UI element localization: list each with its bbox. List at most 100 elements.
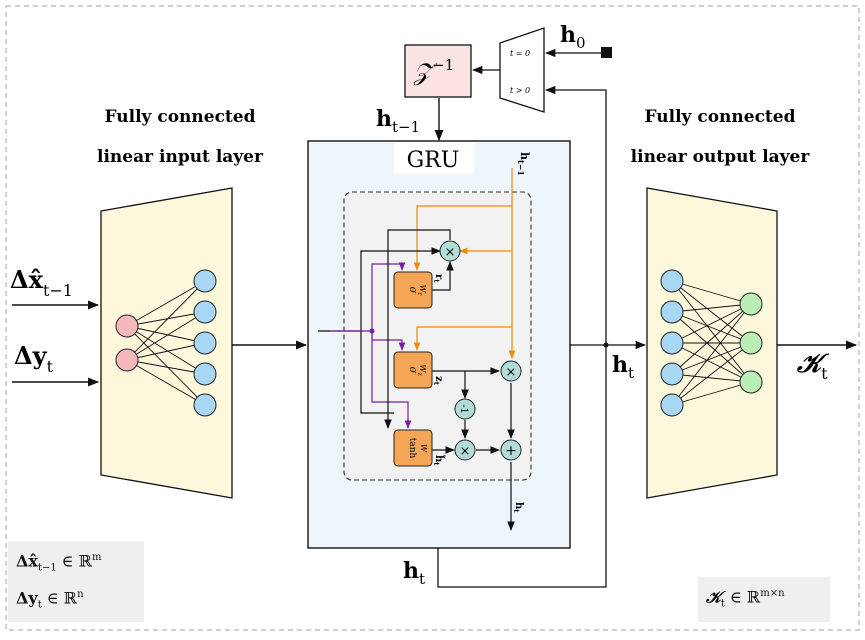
output-layer-edge <box>671 342 752 406</box>
gru-title-bg <box>394 142 474 174</box>
input-layer-edge <box>126 359 206 406</box>
input-layer-title-2: linear input layer <box>97 147 264 167</box>
output-layer-edge <box>671 342 752 375</box>
input-layer-network <box>115 269 217 417</box>
candidate-mult-op: × <box>454 439 476 461</box>
svg-text:×: × <box>506 365 517 380</box>
output-layer-network <box>660 269 763 417</box>
input-dimension-note: Δx̂t−1 ∈ ℝm Δyt ∈ ℝn <box>8 541 144 623</box>
x-bus-down <box>360 331 394 414</box>
output-layer-left-node <box>660 300 684 324</box>
output-dimension-note: 𝒦t ∈ ℝm×n <box>698 577 830 622</box>
add-op: + <box>500 439 522 461</box>
h0-source <box>601 47 612 58</box>
reset-gate-to-mult <box>432 261 454 291</box>
input-layer-left-node <box>115 314 139 338</box>
feedback-loop <box>437 85 607 588</box>
output-layer-right-node <box>739 370 763 394</box>
output-layer-edge <box>671 303 752 344</box>
output-layer-edge <box>671 280 752 305</box>
svg-text:Wz: Wz <box>416 364 427 375</box>
rh-to-tanh <box>384 229 451 429</box>
one-minus-op: -1 <box>454 398 476 420</box>
output-layer-title-2: linear output layer <box>631 147 811 167</box>
note-line-2: Δyt ∈ ℝn <box>16 587 84 611</box>
input-layer-right-node <box>193 331 217 355</box>
output-layer-left-node <box>660 331 684 355</box>
input-layer-edge <box>126 311 206 327</box>
h-t-right-label: ht <box>612 352 634 382</box>
update-mult-op: × <box>500 360 522 382</box>
purple-junction <box>369 328 375 334</box>
output-layer-edge <box>671 303 752 313</box>
output-layer-right-node <box>739 292 763 316</box>
output-layer-edge <box>671 342 752 383</box>
inner-h-prev-label: ht−1 <box>516 152 531 176</box>
input-layer-edge <box>126 342 206 361</box>
hc-label: h̃t <box>432 454 445 466</box>
input-layer-edge <box>126 325 206 406</box>
input-dy-label: Δyt <box>14 341 54 376</box>
svg-text:σ: σ <box>407 287 418 295</box>
svg-text:×: × <box>460 444 471 459</box>
r-label: rt <box>432 274 444 283</box>
reset-mult-input-line <box>360 247 441 331</box>
input-layer-edge <box>126 311 206 361</box>
x-to-tanh <box>371 331 412 429</box>
input-layer-left-node <box>115 348 139 372</box>
output-layer-edge <box>671 311 752 344</box>
output-layer-edge <box>671 280 752 344</box>
svg-text:Wr: Wr <box>416 284 427 295</box>
output-layer-left-node <box>660 269 684 293</box>
input-layer-trapezoid <box>100 187 233 499</box>
output-layer-left-node <box>660 362 684 386</box>
h-t-bottom-label: ht <box>403 558 425 588</box>
input-layer-right-node <box>193 393 217 417</box>
z-label: zt <box>432 376 444 386</box>
output-layer-edge <box>671 381 752 406</box>
split-junction <box>603 342 609 348</box>
svg-text:-1: -1 <box>458 404 469 414</box>
h0-label: h0 <box>560 22 586 52</box>
output-layer-edge <box>671 280 752 383</box>
inner-h-out-label: ht <box>512 502 524 513</box>
input-layer-edge <box>126 280 206 361</box>
input-layer-right-node <box>193 269 217 293</box>
input-layer-edge <box>126 325 206 344</box>
gru-title: GRU <box>407 148 460 173</box>
update-gate: σ Wz <box>393 351 433 389</box>
output-layer-edge <box>671 303 752 375</box>
svg-text:×: × <box>445 245 456 260</box>
input-layer-right-node <box>193 300 217 324</box>
input-layer-edge <box>126 325 206 375</box>
output-layer-title-1: Fully connected <box>645 107 796 127</box>
svg-text:W: W <box>419 444 428 453</box>
input-layer-edge <box>126 280 206 327</box>
svg-text:+: + <box>505 443 517 459</box>
input-layer-title-1: Fully connected <box>105 107 256 127</box>
h-prev-to-reset-gate <box>413 205 512 271</box>
input-layer-edge <box>126 359 206 375</box>
h-prev-to-update-gate <box>413 326 512 351</box>
input-dx-label: Δx̂t−1 <box>10 265 73 300</box>
h-prev-label: ht−1 <box>376 106 420 136</box>
mux <box>499 27 545 113</box>
note-line-1: Δx̂t−1 ∈ ℝm <box>16 551 102 574</box>
svg-text:σ: σ <box>407 367 418 375</box>
svg-text:tanh: tanh <box>407 438 417 459</box>
outer-frame <box>5 5 860 631</box>
output-layer-edge <box>671 303 752 406</box>
reset-mult-op: × <box>439 240 461 262</box>
x-to-reset-gate <box>371 262 406 331</box>
candidate-gate: tanh W <box>393 429 433 467</box>
mux-top-label: t = 0 <box>510 49 530 58</box>
mux-bottom-label: t > 0 <box>510 86 530 95</box>
output-layer-edge <box>671 311 752 383</box>
output-k-label: 𝒦t <box>796 349 830 383</box>
output-layer-right-node <box>739 331 763 355</box>
delay-block <box>404 44 472 98</box>
input-layer-right-node <box>193 362 217 386</box>
output-layer-left-node <box>660 393 684 417</box>
